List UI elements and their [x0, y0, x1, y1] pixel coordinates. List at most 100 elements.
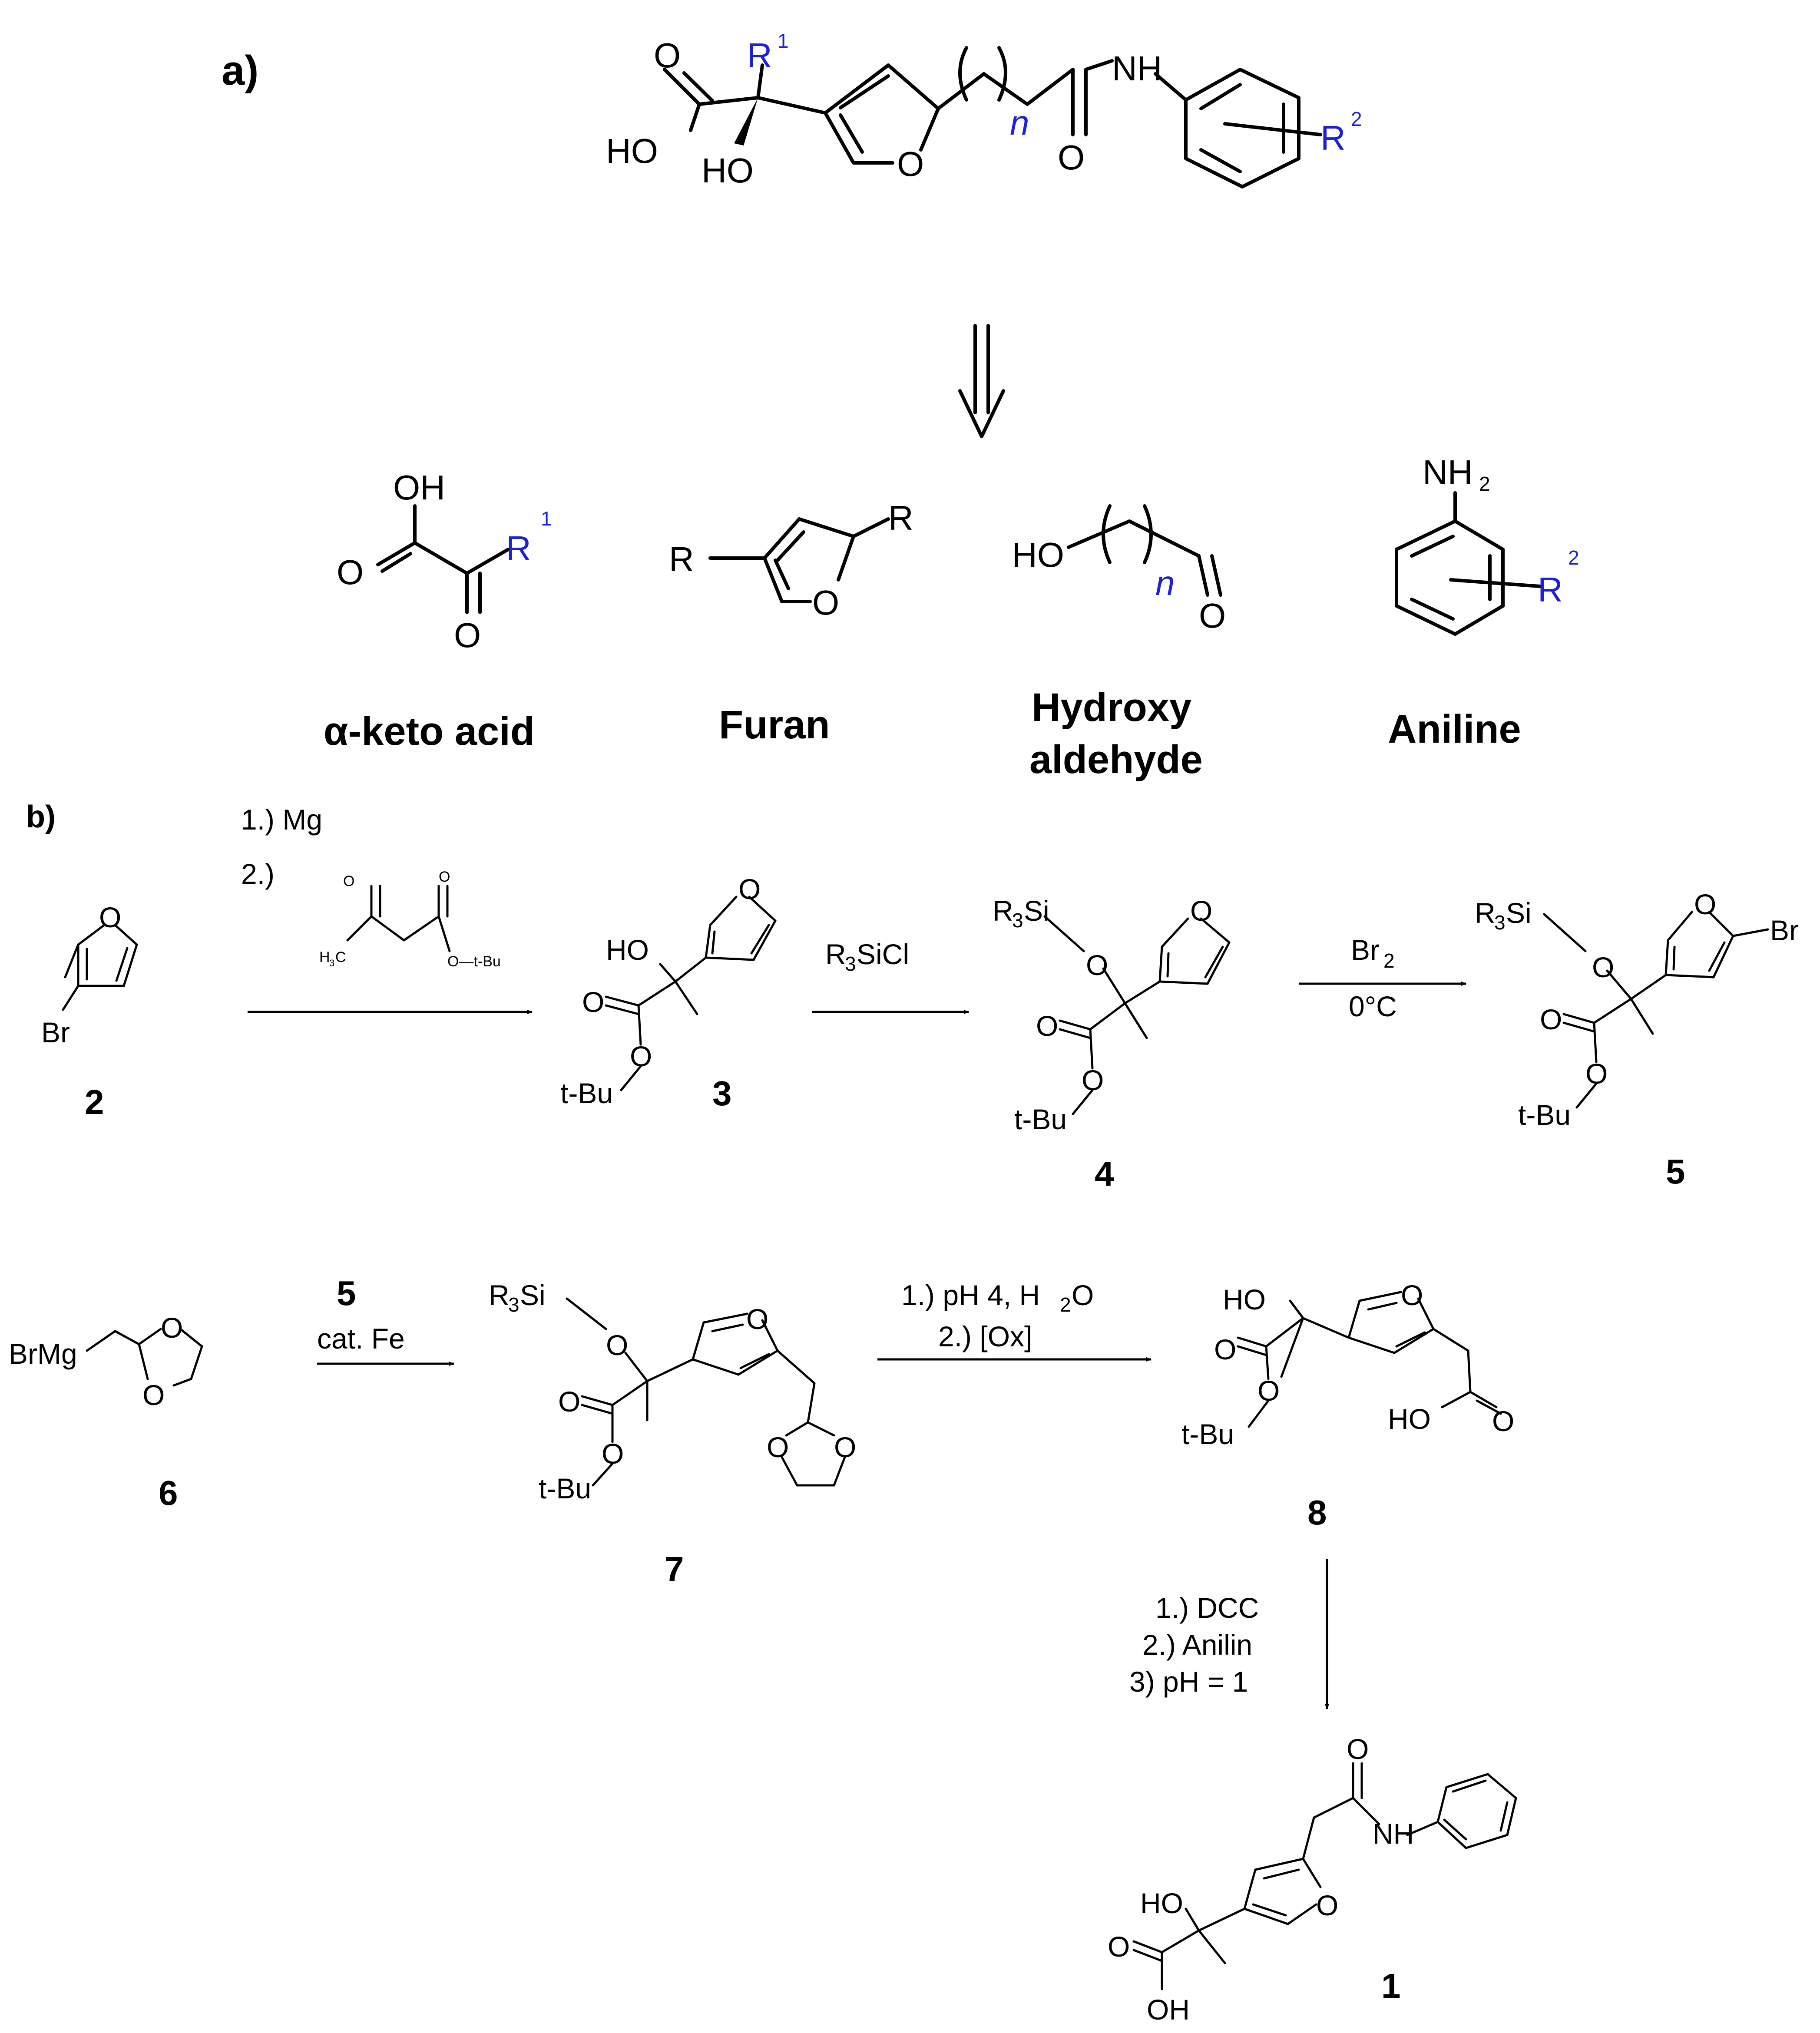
c7-o-diox2: O — [834, 1431, 856, 1463]
fragment-hydroxy-aldehyde: HO n O — [1012, 504, 1226, 635]
c3-o-ester: O — [630, 1040, 652, 1072]
furan-name: Furan — [719, 703, 830, 747]
keto-acid-name: α-keto acid — [324, 709, 535, 754]
c7-o-si: O — [606, 1329, 628, 1361]
target-furan-o: O — [897, 145, 924, 183]
compound-4: R 3 Si O O O O t-Bu — [993, 895, 1231, 1135]
keto-acid-o2: O — [454, 616, 481, 655]
compound-5: R 3 Si O O Br O O t-Bu — [1475, 888, 1799, 1131]
target-nh: NH — [1112, 49, 1162, 88]
compound-6: BrMg O O — [9, 1312, 203, 1411]
c5-o-si: O — [1592, 951, 1614, 983]
step5-line1-tail: O — [1072, 1279, 1094, 1311]
c4-o-si: O — [1086, 949, 1108, 981]
c5-o-furan: O — [1694, 888, 1716, 920]
target-r2: R — [1320, 119, 1346, 157]
pyr-otbu: O—t-Bu — [447, 953, 501, 970]
step5-line2: 2.) [Ox] — [938, 1320, 1032, 1352]
compound-8: HO O O O t-Bu HO O — [1181, 1279, 1514, 1450]
pyr-h3c-tail: C — [335, 949, 346, 965]
c6-o1: O — [161, 1312, 183, 1344]
hydroxy-aldehyde-n: n — [1155, 564, 1175, 602]
c2-br: Br — [41, 1016, 70, 1048]
target-n: n — [1010, 103, 1029, 142]
fragment-furan: R R O — [669, 499, 913, 622]
step6-line2: 2.) Anilin — [1142, 1629, 1252, 1661]
target-r2-sup: 2 — [1351, 108, 1362, 130]
target-r1: R — [747, 36, 772, 75]
c4-sub: 3 — [1012, 909, 1023, 932]
c1-oh: OH — [1147, 1993, 1190, 2026]
aniline-name: Aniline — [1388, 707, 1521, 751]
target-molecule: O HO HO R 1 O n O NH R 2 — [606, 30, 1362, 190]
step4-reagent: 5 — [337, 1274, 356, 1312]
aniline-r: R — [1538, 570, 1563, 609]
target-carbonyl-o: O — [654, 36, 681, 75]
c5-o-ester: O — [1585, 1058, 1608, 1090]
c3-ho: HO — [606, 934, 649, 966]
c6-o2: O — [142, 1379, 165, 1411]
pyr-o2: O — [439, 869, 450, 885]
c7-r: R — [489, 1279, 510, 1311]
step3-br2: Br — [1351, 934, 1380, 966]
step6-line1: 1.) DCC — [1155, 1592, 1259, 1624]
step2-r3sicl: R — [825, 938, 846, 970]
panel-b-label: b) — [26, 800, 56, 834]
step6-line3: 3) pH = 1 — [1129, 1666, 1248, 1698]
c4-o-ester: O — [1082, 1064, 1104, 1096]
target-acid-ho: HO — [606, 132, 658, 170]
keto-acid-r-sup: 1 — [541, 507, 552, 530]
c4-label: 4 — [1095, 1154, 1114, 1193]
step3-br2-sub: 2 — [1383, 949, 1395, 972]
c7-sub: 3 — [508, 1293, 520, 1316]
c7-o-furan: O — [746, 1303, 768, 1335]
c1-o-carbonyl: O — [1108, 1931, 1130, 1963]
c6-brmg: BrMg — [9, 1338, 77, 1370]
retro-arrow — [958, 324, 1005, 438]
c5-r: R — [1475, 897, 1496, 929]
c7-label: 7 — [665, 1550, 684, 1588]
c2-o: O — [99, 901, 121, 933]
step2-sub: 3 — [845, 952, 856, 975]
step4-catalyst: cat. Fe — [317, 1322, 405, 1355]
c7-si: Si — [520, 1279, 546, 1311]
tbu-pyruvate: O O H 3 C O—t-Bu — [319, 869, 501, 970]
c7-o-ester: O — [602, 1438, 624, 1470]
target-alpha-ho: HO — [702, 151, 754, 190]
compound-7: R 3 Si O O O O t-Bu O O — [489, 1279, 856, 1504]
aniline-nh: NH — [1423, 453, 1473, 492]
c4-r: R — [993, 895, 1013, 927]
compound-3: O HO O O t-Bu — [560, 873, 777, 1109]
step5-line1: 1.) pH 4, H — [901, 1279, 1040, 1311]
c5-tbu: t-Bu — [1518, 1099, 1571, 1131]
c5-si: Si — [1506, 897, 1532, 929]
c3-label: 3 — [712, 1074, 732, 1113]
c4-si: Si — [1024, 895, 1049, 927]
aniline-r-sup: 2 — [1568, 546, 1579, 569]
furan-r-left: R — [669, 540, 694, 578]
c8-ho: HO — [1223, 1283, 1266, 1316]
hydroxy-aldehyde-name-2: aldehyde — [1029, 737, 1203, 782]
c7-o-carbonyl: O — [558, 1385, 580, 1418]
c7-tbu: t-Bu — [539, 1472, 591, 1504]
step1-pyruvate: 2.) — [241, 858, 275, 890]
pyr-h3c-sub: 3 — [329, 958, 334, 969]
c1-o-furan: O — [1316, 1889, 1338, 1921]
hydroxy-aldehyde-o: O — [1199, 596, 1226, 635]
keto-acid-oh: OH — [393, 468, 445, 507]
c5-label: 5 — [1666, 1152, 1685, 1191]
c5-br: Br — [1770, 914, 1799, 946]
c8-o-carbonyl: O — [1214, 1333, 1236, 1365]
step2-tail: SiCl — [857, 938, 909, 970]
c5-o-carbonyl: O — [1540, 1003, 1562, 1035]
c8-acid-ho: HO — [1388, 1403, 1431, 1435]
compound-2: O Br — [41, 901, 138, 1048]
c2-label: 2 — [85, 1083, 104, 1121]
hydroxy-aldehyde-name-1: Hydroxy — [1032, 685, 1191, 730]
c4-o-carbonyl: O — [1036, 1010, 1058, 1042]
hydroxy-aldehyde-ho: HO — [1012, 536, 1064, 574]
c6-label: 6 — [159, 1474, 178, 1512]
furan-r-right: R — [888, 499, 913, 537]
furan-o: O — [812, 583, 839, 622]
